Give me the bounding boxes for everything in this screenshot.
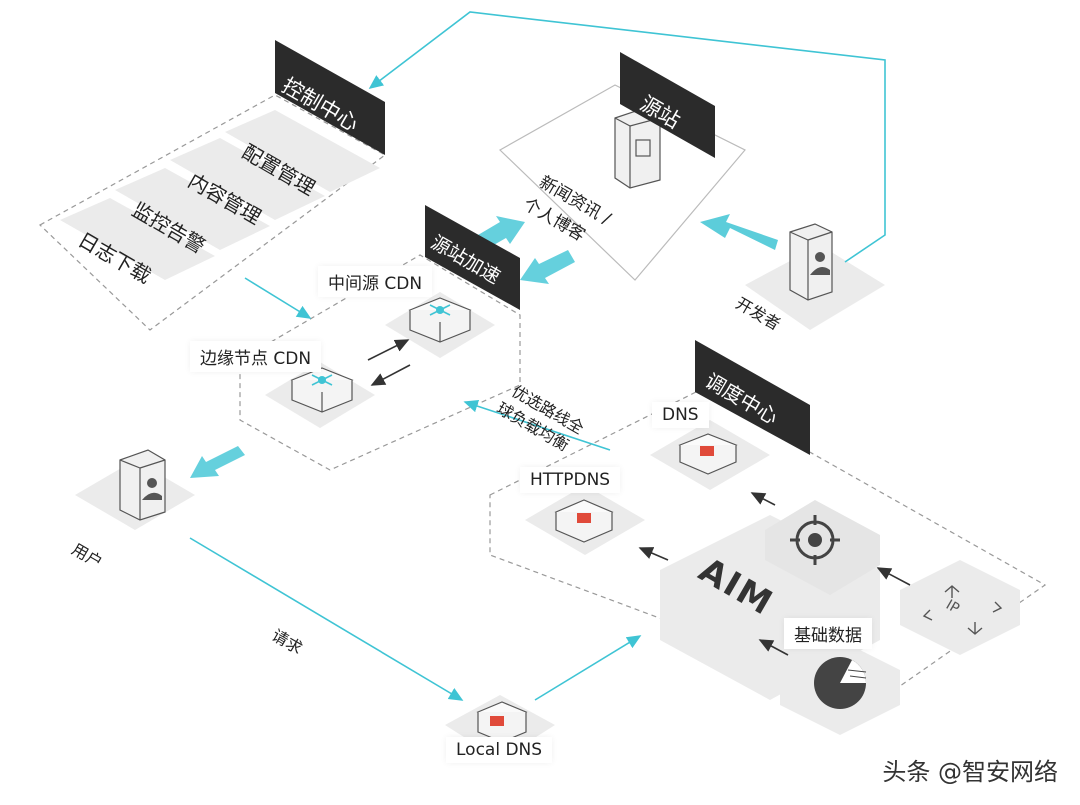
dns-node-icon xyxy=(678,433,738,475)
acceleration-region xyxy=(239,254,521,471)
control-item-plate xyxy=(170,138,325,220)
data-to-aim-arrow xyxy=(758,639,789,656)
mid-cdn-label: 中间源 CDN xyxy=(318,266,433,297)
edge-to-mid-arrow xyxy=(367,339,410,361)
httpdns-label: HTTPDNS xyxy=(520,467,621,493)
delivery-arrow xyxy=(190,446,245,478)
local-dns-label: Local DNS xyxy=(446,737,553,763)
feedback-line xyxy=(368,11,886,263)
route-arrow xyxy=(463,399,611,451)
acceleration-tag xyxy=(425,205,520,310)
watermark: 头条 @智安网络 xyxy=(882,758,1058,786)
acceleration-down-arrow xyxy=(520,250,575,284)
dispatch-tag xyxy=(695,340,810,455)
base-data-label: 基础数据 xyxy=(784,618,872,649)
mid-cdn-node-icon xyxy=(408,297,472,343)
request-line xyxy=(189,537,464,701)
control-item-plate xyxy=(225,110,380,192)
httpdns-node-icon xyxy=(554,499,614,543)
control-item-plate xyxy=(115,168,270,250)
aim-to-dns-arrow xyxy=(750,492,776,506)
edge-cdn-node-icon xyxy=(290,367,354,413)
developer-server-icon xyxy=(789,223,833,301)
ip-hex xyxy=(900,560,1020,655)
control-item-plate xyxy=(60,198,215,280)
user-server-icon xyxy=(119,449,166,521)
target-hex xyxy=(765,500,880,595)
control-to-cdn-line xyxy=(244,277,312,319)
local-dns-node-icon xyxy=(476,701,528,743)
control-items xyxy=(60,110,380,280)
origin-server-icon xyxy=(614,107,661,189)
target-icon xyxy=(790,515,840,565)
pie-chart-icon xyxy=(814,657,867,709)
edge-cdn-label: 边缘节点 CDN xyxy=(190,341,322,372)
origin-tag xyxy=(620,52,715,158)
control-center-tag xyxy=(275,40,385,155)
localdns-to-aim-line xyxy=(534,635,642,701)
mid-to-edge-arrow xyxy=(370,364,411,386)
ip-icon xyxy=(922,585,1003,635)
aim-to-httpdns-arrow xyxy=(638,547,669,561)
dns-label: DNS xyxy=(652,402,709,428)
deploy-arrow xyxy=(700,214,778,250)
ip-to-aim-arrow xyxy=(876,567,911,586)
